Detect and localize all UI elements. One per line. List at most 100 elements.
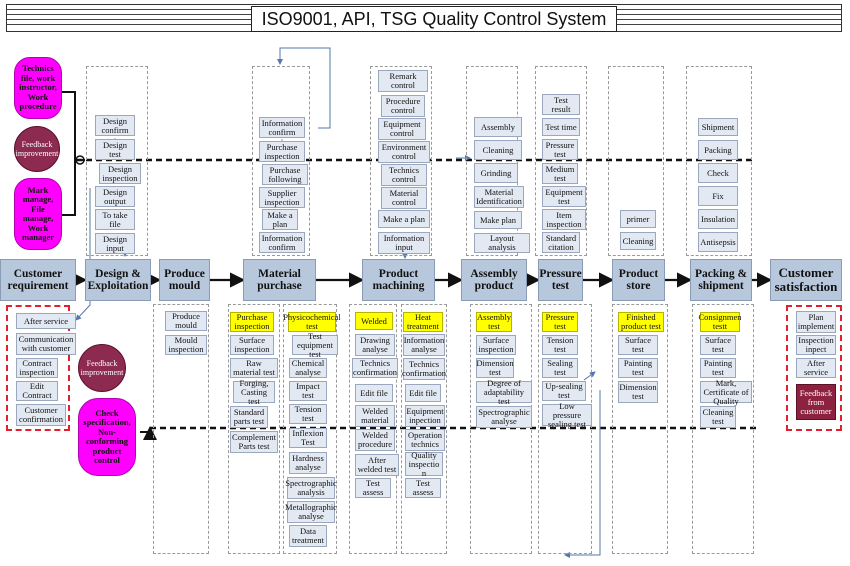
heat-treatment-item: Operation technics (405, 429, 445, 451)
pressure-item: Item inspection (542, 209, 586, 230)
physicochemical-item: Impact test (289, 381, 327, 401)
purchase-inspection-group (228, 304, 280, 554)
pressure-bottom-item: Sealing test (542, 358, 578, 378)
assembly-test-item: Dimension test (476, 358, 514, 378)
stage-packing-shipment: Packing & shipment (690, 259, 752, 301)
purchase-item: Information confirm (259, 232, 305, 253)
pressure-item: Pressure test (542, 139, 578, 160)
physicochemical-item: Metallographic analyse (285, 501, 337, 523)
purchase-inspection-item: Forging, Casting test (233, 378, 275, 405)
mould-group (153, 304, 209, 554)
assembly-item: Make plan (474, 211, 522, 229)
stage-material-purchase: Material purchase (243, 259, 316, 301)
welded-item: Edit file (355, 384, 393, 402)
consignment-item: Surface test (700, 335, 736, 355)
finished-test-header: Finished product test (618, 312, 664, 332)
consignment-group (692, 304, 754, 554)
mark-manage-node: Mark manage, File manage, Work manager (14, 178, 62, 250)
physicochemical-header: Physicochemical test (283, 312, 341, 332)
customer-item: After service (16, 313, 76, 329)
stage-produce-mould: Produce mould (159, 259, 210, 301)
packing-top-group (686, 66, 752, 256)
purchase-item: Purchase following (262, 164, 308, 185)
packing-item: Antisepsis (698, 232, 738, 252)
assembly-test-item: Degree of adaptability test (476, 378, 532, 405)
pressure-bottom-item: Tension test (542, 335, 578, 355)
assembly-test-item: Spectrographic analyse (476, 406, 532, 428)
heat-treatment-item: Equipment inpection (405, 405, 445, 427)
heat-treatment-item: Quality inspectio n (405, 450, 443, 477)
pressure-item: Test time (542, 118, 580, 136)
physicochemical-item: Data treatment (289, 525, 327, 547)
packing-item: Packing (698, 140, 738, 160)
feedback-improvement-top-node: Feedback improvement (14, 126, 60, 172)
physicochemical-item: Tension test (289, 404, 327, 424)
welded-item: After welded test (355, 454, 399, 476)
physicochemical-item: Test equipment test (292, 331, 338, 358)
technics-file-node: Technics file, work instructor, Work pro… (14, 57, 62, 119)
welded-group (349, 304, 397, 554)
consignment-item: Mark, Certificate of Quality (700, 378, 752, 405)
stage-design-exploitation: Design & Exploitation (85, 259, 151, 301)
purchase-item: Purchase inspection (259, 141, 305, 162)
customer-requirement-group (6, 305, 70, 431)
purchase-top-group (252, 66, 310, 256)
packing-item: Check (698, 163, 738, 183)
heat-treatment-header: Heat treatment (403, 312, 443, 332)
consignment-header: Consignmen testt (698, 312, 742, 332)
stage-assembly-product: Assembly product (461, 259, 527, 301)
mould-item: Produce mould (165, 311, 207, 331)
customer-item: Customer confirmation (16, 404, 66, 426)
consignment-item: Painting test (700, 358, 736, 378)
mould-item: Mould inspection (165, 335, 207, 355)
stage-product-machining: Product machining (362, 259, 435, 301)
customer-item: Contract inspection (16, 358, 58, 378)
stage-product-store: Product store (612, 259, 665, 301)
assembly-item: Material Identification (474, 186, 524, 208)
machining-item: Procedure control (381, 95, 425, 117)
welded-item: Drawing analyse (355, 334, 395, 356)
stage-pressure-test: Pressure test (538, 259, 583, 301)
assembly-item: Layout analysis (474, 233, 530, 253)
stage-customer-requirement: Customer requirement (0, 259, 76, 301)
welded-item: Technics confirmation (352, 358, 398, 378)
pressure-bottom-item: Low pressure sealing test (542, 401, 592, 428)
physicochemical-item: Hardness analyse (289, 452, 327, 474)
purchase-inspection-item: Surface inspection (230, 335, 274, 355)
assembly-item: Cleaning (474, 140, 522, 160)
store-top-group (608, 66, 664, 256)
heat-treatment-group (401, 304, 447, 554)
title-banner: ISO9001, API, TSG Quality Control System (6, 4, 842, 32)
purchase-item: Make a plan (262, 209, 298, 230)
heat-treatment-item: Test assess (405, 478, 441, 498)
finished-test-item: Painting test (618, 358, 658, 378)
physicochemical-item: Inflexion Test (289, 428, 327, 448)
assembly-test-item: Surface inspection (476, 335, 516, 355)
packing-item: Shipment (698, 118, 738, 136)
heat-treatment-item: Edit file (405, 384, 441, 402)
satisfaction-item: After service (796, 358, 836, 378)
pressure-item: Test result (542, 94, 580, 115)
design-group (86, 66, 148, 256)
design-item: To take file (95, 209, 135, 230)
machining-item: Remark control (378, 70, 428, 92)
check-specification-node: Check specification, Non-conforming prod… (78, 398, 136, 476)
finished-test-item: Dimension test (618, 381, 658, 403)
physicochemical-item: Chemical analyse (289, 358, 327, 378)
pressure-bottom-item: Up-sealing test (542, 381, 586, 401)
packing-item: Fix (698, 186, 738, 206)
assembly-item: Assembly (474, 117, 522, 137)
store-item: Cleaning (620, 232, 656, 250)
customer-item: Communication with customer (16, 333, 76, 355)
welded-item: Test assess (355, 478, 391, 498)
customer-item: Edit Contract (16, 381, 58, 401)
pressure-item: Standard citation (542, 232, 580, 253)
assembly-test-group (470, 304, 532, 554)
machining-item: Information input (378, 232, 430, 254)
purchase-inspection-item: Standard parts test (230, 406, 268, 428)
purchase-inspection-header: Purchase inspection (230, 312, 274, 332)
purchase-inspection-item: Raw material test (230, 358, 278, 378)
purchase-item: Information confirm (259, 117, 305, 138)
pressure-bottom-group (538, 304, 592, 554)
